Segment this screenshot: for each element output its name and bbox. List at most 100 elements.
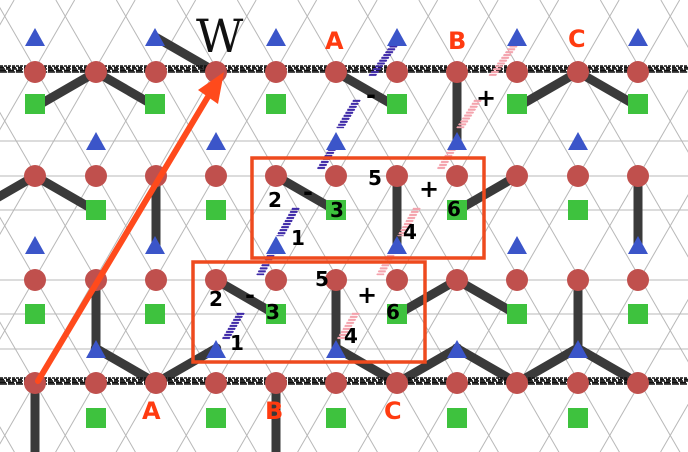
grid-line-diagonal <box>297 382 338 452</box>
string-stroke <box>339 99 358 129</box>
green-square-site-icon <box>568 200 588 220</box>
lower-box-minus: - <box>245 281 255 309</box>
upper-unit-cell-box <box>250 156 486 260</box>
grid-line-diagonal <box>660 0 688 48</box>
grid-line-diagonal <box>115 382 157 452</box>
dimer-bond <box>331 343 402 388</box>
grid-line-diagonal <box>518 382 560 452</box>
blue-triangle-site-icon <box>326 132 346 150</box>
lower-box-num-2: 2 <box>209 287 223 311</box>
red-circle-site-icon <box>85 165 107 187</box>
bottom-label-b: B <box>265 397 283 425</box>
blue-triangle-site-icon <box>86 340 106 358</box>
blue-triangle-site-icon <box>206 340 226 358</box>
green-square-site-icon <box>206 200 226 220</box>
green-square-site-icon <box>145 94 165 114</box>
red-circle-site-icon <box>567 61 589 83</box>
string-stroke <box>337 312 355 341</box>
dimer-bond <box>512 67 583 112</box>
string-stroke <box>400 207 418 237</box>
red-circle-site-icon <box>265 269 287 291</box>
green-square-site-icon <box>206 408 226 428</box>
green-square-site-icon <box>628 304 648 324</box>
red-circle-site-icon <box>567 269 589 291</box>
green-square-site-icon <box>266 304 286 324</box>
bottom-label-c: C <box>384 397 402 425</box>
green-square-site-icon <box>387 94 407 114</box>
red-circle-site-icon <box>85 372 107 394</box>
upper-box-num-6: 6 <box>447 197 461 221</box>
dimer-bond <box>451 343 522 388</box>
top-label-b: B <box>448 27 466 55</box>
red-circle-site-icon <box>567 372 589 394</box>
green-square-site-icon <box>25 304 45 324</box>
lower-unit-cell-box <box>191 260 427 364</box>
red-circle-site-icon <box>265 165 287 187</box>
upper-box-num-2: 2 <box>268 188 282 212</box>
blue-triangle-site-icon <box>145 236 165 254</box>
grid-line-diagonal <box>539 382 580 452</box>
red-circle-site-icon <box>627 372 649 394</box>
grid-line-diagonal <box>639 382 681 452</box>
grid-line-diagonal <box>34 382 76 452</box>
green-square-site-icon <box>86 200 106 220</box>
bottom-label-a: A <box>142 397 161 425</box>
red-circle-site-icon <box>446 61 468 83</box>
string-stroke <box>342 312 360 341</box>
top-label-c: C <box>568 25 586 53</box>
string-stroke <box>280 207 298 237</box>
green-square-site-icon <box>25 94 45 114</box>
lower-box-num-1: 1 <box>230 331 244 355</box>
string-stroke <box>340 312 358 341</box>
dimer-bond <box>392 343 463 388</box>
green-square-site-icon <box>86 408 106 428</box>
green-square-site-icon <box>447 408 467 428</box>
lower-box-num-3: 3 <box>266 300 280 324</box>
red-circle-site-icon <box>506 165 528 187</box>
green-square-site-icon <box>326 408 346 428</box>
top-label-a: A <box>325 27 344 55</box>
green-square-site-icon <box>145 304 165 324</box>
top-plus-sign: + <box>476 84 496 112</box>
green-square-site-icon <box>628 94 648 114</box>
blue-triangle-site-icon <box>447 340 467 358</box>
grid-line-diagonal <box>0 382 36 445</box>
red-circle-site-icon <box>24 269 46 291</box>
string-stroke <box>340 99 359 129</box>
red-circle-site-icon <box>506 269 528 291</box>
red-circle-site-icon <box>205 269 227 291</box>
lower-box-plus: + <box>357 281 377 309</box>
grid-line-diagonal <box>216 0 439 384</box>
grid-line-diagonal <box>458 382 499 452</box>
green-square-site-icon <box>266 94 286 114</box>
grid-line-diagonal <box>478 0 688 363</box>
dimer-bond <box>30 67 101 112</box>
string-stroke <box>399 207 417 237</box>
red-circle-site-icon <box>205 372 227 394</box>
string-stroke <box>225 312 243 341</box>
grid-line-diagonal <box>539 0 688 258</box>
dimer-bond <box>30 171 101 216</box>
grid-line-diagonal <box>639 298 688 384</box>
red-circle-site-icon <box>506 61 528 83</box>
dimer-bond <box>331 67 402 112</box>
blue-triangle-site-icon <box>266 236 286 254</box>
red-circle-site-icon <box>446 269 468 291</box>
blue-triangle-site-icon <box>266 28 286 46</box>
red-circle-site-icon <box>386 269 408 291</box>
unit-cell-boxes <box>191 156 486 364</box>
winding-label: W <box>196 9 244 63</box>
red-circle-site-icon <box>325 61 347 83</box>
blue-triangle-site-icon <box>25 236 45 254</box>
red-circle-site-icon <box>325 165 347 187</box>
string-stroke <box>276 207 294 237</box>
lower-box-num-5: 5 <box>315 267 329 291</box>
grid-line-diagonal <box>599 0 688 153</box>
string-stroke <box>458 99 478 129</box>
green-square-site-icon <box>387 304 407 324</box>
blue-triangle-site-icon <box>25 28 45 46</box>
grid-line-diagonal <box>478 382 520 452</box>
red-circle-site-icon <box>506 372 528 394</box>
grid-line-diagonal <box>357 0 580 384</box>
